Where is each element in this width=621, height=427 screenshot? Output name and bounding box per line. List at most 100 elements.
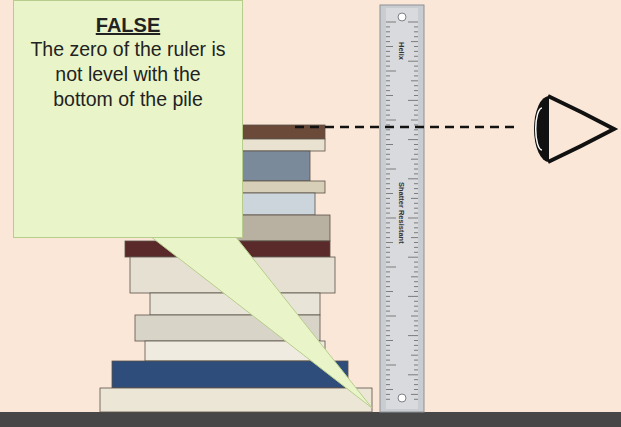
ruler-tick bbox=[386, 66, 390, 67]
ruler-tick bbox=[414, 399, 418, 400]
ruler-tick bbox=[414, 66, 418, 67]
ruler-tick bbox=[414, 389, 418, 390]
ruler-tick bbox=[411, 159, 418, 160]
ruler-tick bbox=[414, 350, 418, 351]
ruler-tick bbox=[386, 85, 390, 86]
ruler-tick bbox=[386, 262, 390, 263]
ruler-tick bbox=[386, 203, 390, 204]
ruler-tick bbox=[386, 301, 390, 302]
ruler-tick bbox=[386, 208, 390, 209]
ruler-tick bbox=[386, 164, 390, 165]
ruler-tick bbox=[414, 31, 418, 32]
ruler-tick bbox=[386, 75, 390, 76]
ruler-tick bbox=[386, 330, 390, 331]
ruler bbox=[380, 5, 424, 412]
ruler-print: Shatter Resistant bbox=[397, 182, 406, 244]
ruler-tick bbox=[414, 46, 418, 47]
eye-lid bbox=[548, 96, 614, 162]
ruler-tick bbox=[414, 75, 418, 76]
ruler-tick bbox=[408, 218, 418, 219]
ruler-tick bbox=[414, 105, 418, 106]
ruler-tick bbox=[414, 369, 418, 370]
ruler-tick bbox=[414, 325, 418, 326]
ruler-tick bbox=[386, 374, 390, 375]
ruler-tick bbox=[414, 271, 418, 272]
ruler-tick bbox=[414, 173, 418, 174]
ruler-tick bbox=[414, 320, 418, 321]
ruler-tick bbox=[414, 203, 418, 204]
ruler-tick bbox=[414, 164, 418, 165]
ruler-tick bbox=[414, 36, 418, 37]
ruler-tick bbox=[414, 154, 418, 155]
ruler-tick bbox=[414, 110, 418, 111]
ruler-tick bbox=[386, 237, 390, 238]
ruler-tick bbox=[386, 26, 390, 27]
ruler-tick bbox=[386, 120, 396, 121]
ruler-tick bbox=[414, 56, 418, 57]
ruler-tick bbox=[386, 271, 390, 272]
ruler-tick bbox=[414, 281, 418, 282]
ruler-tick bbox=[386, 169, 396, 170]
floor bbox=[0, 412, 621, 427]
ruler-tick bbox=[411, 276, 418, 277]
ruler-tick bbox=[414, 227, 418, 228]
ruler-tick bbox=[414, 252, 418, 253]
ruler-tick bbox=[386, 56, 390, 57]
ruler-tick bbox=[411, 394, 418, 395]
book bbox=[100, 388, 372, 412]
ruler-tick bbox=[386, 350, 390, 351]
ruler-tick bbox=[386, 36, 390, 37]
ruler-tick bbox=[414, 330, 418, 331]
callout-pointer bbox=[150, 236, 372, 408]
ruler-tick bbox=[411, 237, 418, 238]
ruler-tick bbox=[386, 340, 393, 341]
ruler-tick bbox=[386, 105, 390, 106]
ruler-tick bbox=[386, 178, 390, 179]
ruler-tick bbox=[386, 335, 390, 336]
ruler-tick bbox=[386, 115, 390, 116]
ruler-tick bbox=[386, 345, 390, 346]
ruler-tick bbox=[386, 242, 393, 243]
ruler-tick bbox=[386, 193, 393, 194]
ruler-tick bbox=[414, 242, 418, 243]
ruler-tick bbox=[414, 26, 418, 27]
ruler-tick bbox=[386, 325, 390, 326]
ruler-tick bbox=[414, 115, 418, 116]
ruler-tick bbox=[386, 61, 390, 62]
ruler-tick bbox=[414, 169, 418, 170]
ruler-tick bbox=[386, 129, 390, 130]
ruler-tick bbox=[386, 173, 390, 174]
ruler-tick bbox=[414, 134, 418, 135]
ruler-tick bbox=[414, 124, 418, 125]
ruler-print: Helix bbox=[397, 42, 406, 60]
ruler-tick bbox=[386, 100, 390, 101]
ruler-tick bbox=[386, 213, 390, 214]
ruler-tick bbox=[386, 31, 390, 32]
ruler-ticks bbox=[386, 22, 418, 399]
ruler-tick bbox=[386, 276, 390, 277]
ruler-tick bbox=[386, 227, 390, 228]
ruler-tick bbox=[386, 291, 393, 292]
ruler-hole bbox=[398, 13, 406, 21]
eye-symbol bbox=[534, 96, 614, 162]
ruler-tick bbox=[408, 61, 418, 62]
ruler-tick bbox=[386, 144, 393, 145]
ruler-tick bbox=[386, 154, 390, 155]
ruler-tick bbox=[414, 306, 418, 307]
ruler-tick bbox=[408, 22, 418, 23]
ruler-tick bbox=[386, 355, 390, 356]
ruler-tick bbox=[414, 311, 418, 312]
ruler-tick bbox=[414, 95, 418, 96]
ruler-tick bbox=[414, 291, 418, 292]
ruler-tick bbox=[414, 267, 418, 268]
ruler-tick bbox=[408, 178, 418, 179]
ruler-tick bbox=[386, 320, 390, 321]
ruler-tick bbox=[414, 360, 418, 361]
ruler-tick bbox=[411, 41, 418, 42]
ruler-tick bbox=[408, 374, 418, 375]
ruler-tick bbox=[386, 51, 390, 52]
ruler-tick bbox=[386, 134, 390, 135]
ruler-tick bbox=[386, 296, 390, 297]
ruler-tick bbox=[414, 345, 418, 346]
ruler-tick bbox=[414, 340, 418, 341]
